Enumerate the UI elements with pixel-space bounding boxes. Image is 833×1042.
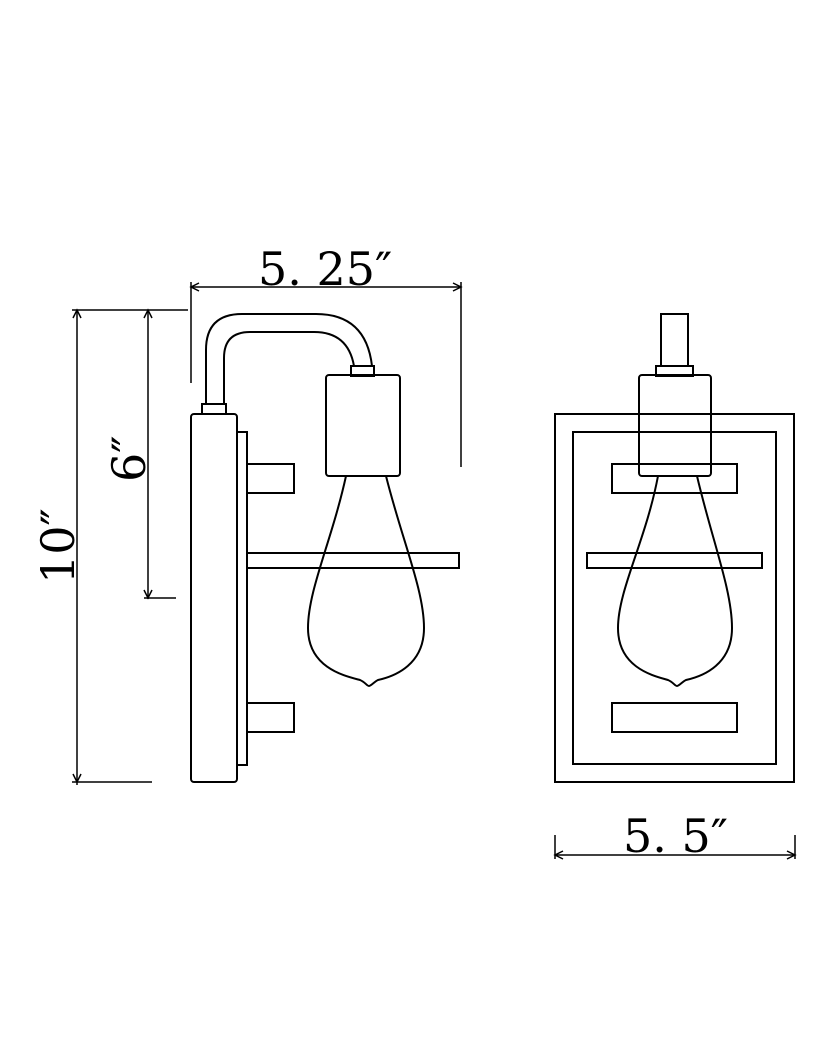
side-conduit-pipe (205, 313, 373, 404)
front-dimensions (553, 835, 797, 860)
front-outer-frame (554, 413, 795, 783)
front-view (554, 313, 795, 783)
front-conduit-stub (660, 313, 689, 367)
front-shelf-bar (586, 552, 763, 569)
side-shelf-bar (246, 552, 460, 569)
front-upper-crossbar (611, 463, 738, 494)
front-inner-frame (572, 431, 777, 765)
side-mounting-strip (236, 431, 248, 766)
side-socket (325, 374, 401, 477)
front-bulb (616, 475, 734, 688)
side-upper-bracket (246, 463, 295, 494)
width-dimension-label: 5. 5″ (623, 809, 728, 863)
front-lower-crossbar (611, 702, 738, 733)
side-lower-bracket (246, 702, 295, 733)
side-bulb (306, 475, 426, 688)
side-view (190, 313, 460, 783)
depth-dimension-label: 5. 25″ (258, 242, 392, 296)
side-top-nut (201, 403, 227, 415)
front-socket (638, 374, 712, 477)
side-backplate (190, 413, 238, 783)
total-height-dimension-label: 10″ (31, 508, 85, 584)
side-conduit-pipe-inner (223, 331, 355, 404)
side-dimensions (72, 282, 463, 785)
upper-height-dimension-label: 6″ (102, 436, 156, 482)
